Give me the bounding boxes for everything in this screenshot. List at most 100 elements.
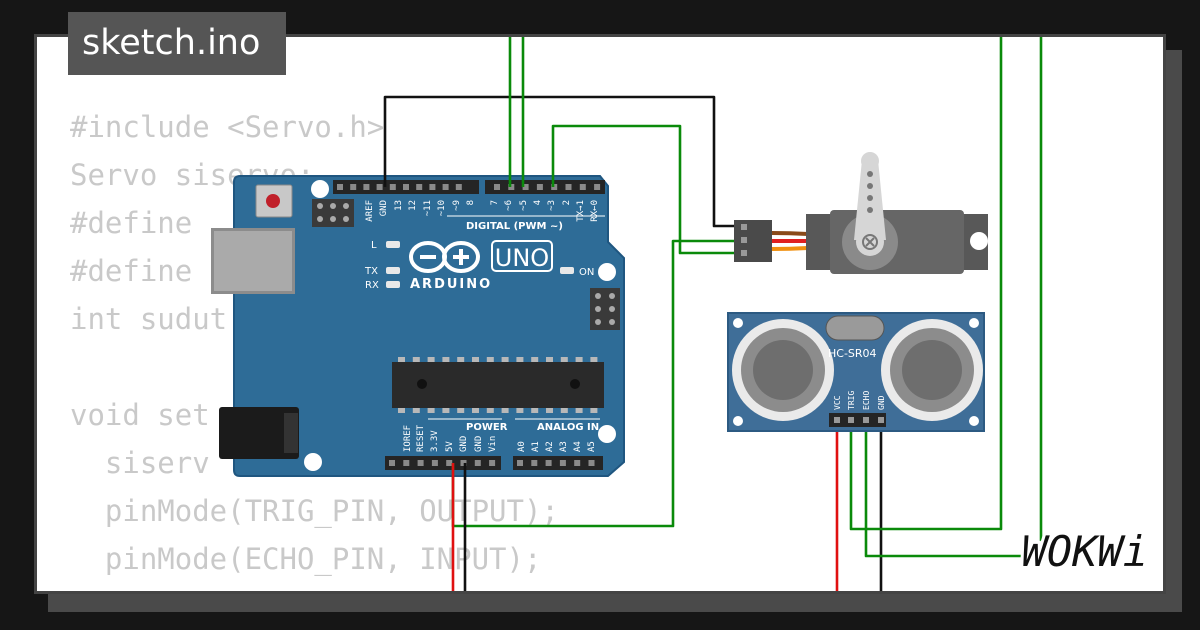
power-header (385, 456, 501, 470)
header-pin[interactable] (403, 184, 409, 190)
tx-led-label: TX (364, 266, 378, 277)
wires (383, 34, 1043, 591)
header-pin[interactable] (417, 460, 424, 466)
power-label: POWER (466, 422, 508, 433)
pin-label: GND (379, 200, 389, 216)
tx-led (386, 267, 400, 274)
header-pin[interactable] (455, 184, 462, 190)
header-pin[interactable] (588, 460, 595, 466)
pin-label: A1 (531, 441, 541, 452)
pin-label: 7 (490, 200, 500, 205)
l-led (386, 241, 400, 248)
header-pin[interactable] (416, 184, 423, 190)
header-pin[interactable] (363, 184, 370, 190)
pin-label: 13 (394, 200, 404, 211)
l-led-label: L (371, 240, 377, 251)
header-pin[interactable] (559, 460, 566, 466)
on-led-label: ON (579, 267, 594, 278)
header-pin[interactable] (389, 184, 396, 190)
pin-label: RX←0 (590, 200, 600, 222)
wire-pin3-servo[interactable] (551, 124, 738, 255)
digital-header-right (485, 180, 605, 194)
header-pin[interactable] (594, 184, 601, 190)
wire-gnd-servo[interactable] (383, 95, 738, 228)
icsp-header-right (590, 288, 620, 330)
reset-button[interactable] (255, 184, 293, 218)
header-pin[interactable] (522, 184, 529, 190)
code-line: pinMode(TRIG_PIN, OUTPUT); (70, 494, 559, 528)
pin-label: GND (459, 436, 469, 452)
code-line: int sudut (70, 302, 228, 336)
sensor-label: HC-SR04 (828, 347, 877, 360)
header-pin[interactable] (474, 460, 481, 466)
model-label: UNO (495, 244, 549, 272)
header-pin[interactable] (489, 460, 496, 466)
brand-label: ARDUINO (410, 277, 492, 292)
header-pin[interactable] (337, 184, 343, 190)
uno-badge (491, 240, 553, 272)
pin-label: ~10 (437, 200, 447, 216)
pin-label: 2 (562, 200, 572, 205)
header-pin[interactable] (565, 184, 572, 190)
header-pin[interactable] (545, 460, 552, 466)
header-pin[interactable] (429, 184, 436, 190)
mount-hole (598, 263, 616, 281)
header-pin[interactable] (350, 184, 357, 190)
pin-label: TX→1 (576, 200, 586, 222)
pin-label: A3 (559, 441, 569, 452)
pin-label: Vin (488, 436, 498, 452)
pin-label: 5V (445, 441, 455, 452)
header-pin[interactable] (446, 460, 453, 466)
dc-power-jack (219, 407, 299, 459)
crystal (825, 315, 885, 341)
usb-port (211, 228, 295, 294)
wokwi-logo: WOKWi (1022, 527, 1148, 576)
icsp-header (312, 199, 354, 227)
code-line: siserv (70, 446, 210, 480)
pin-label: IOREF (403, 425, 413, 452)
header-pin[interactable] (574, 460, 581, 466)
header-pin[interactable] (376, 184, 383, 190)
header-pin[interactable] (403, 460, 410, 466)
code-line: #define (70, 254, 210, 288)
code-editor: #include <Servo.h>Servo siservo;#define … (70, 103, 559, 583)
pin-label: RESET (416, 424, 426, 452)
header-pin[interactable] (531, 460, 538, 466)
header-pin[interactable] (389, 460, 395, 466)
sensor-pin-label: GND (877, 395, 886, 410)
pin-label: A5 (587, 441, 597, 452)
transducer-left (732, 319, 834, 421)
pin-label: ~6 (504, 200, 514, 211)
code-line: #include <Servo.h> (70, 110, 385, 144)
pin-label: ~3 (547, 200, 557, 211)
header-pin[interactable] (579, 184, 586, 190)
servo-connector (734, 220, 772, 262)
wire-sensor-trig[interactable] (849, 34, 1003, 531)
rx-led-label: RX (365, 280, 379, 291)
header-pin[interactable] (517, 460, 523, 466)
code-line: #define (70, 206, 210, 240)
pin-label: A4 (573, 441, 583, 452)
wire-sensor-echo[interactable] (864, 34, 1043, 558)
pin-label: 4 (533, 200, 543, 205)
analog-label: ANALOG IN (537, 422, 599, 433)
sensor-pin-label: ECHO (862, 391, 871, 410)
header-pin[interactable] (536, 184, 543, 190)
header-pin[interactable] (431, 460, 438, 466)
pin-label: ~5 (519, 200, 529, 211)
sensor-header (829, 413, 886, 427)
atmega-chip (392, 357, 604, 413)
pin-label: 3.3V (430, 430, 440, 452)
header-pin[interactable] (460, 460, 467, 466)
pin-label: A2 (545, 441, 555, 452)
header-pin[interactable] (494, 184, 500, 190)
pin-label: 12 (408, 200, 418, 211)
pin-label: ~11 (423, 200, 433, 216)
servo-motor[interactable] (734, 152, 988, 274)
mount-hole (311, 180, 329, 198)
sketch-tab-title[interactable]: sketch.ino (68, 12, 286, 75)
sensor-pin-label: VCC (833, 395, 842, 410)
header-pin[interactable] (442, 184, 449, 190)
